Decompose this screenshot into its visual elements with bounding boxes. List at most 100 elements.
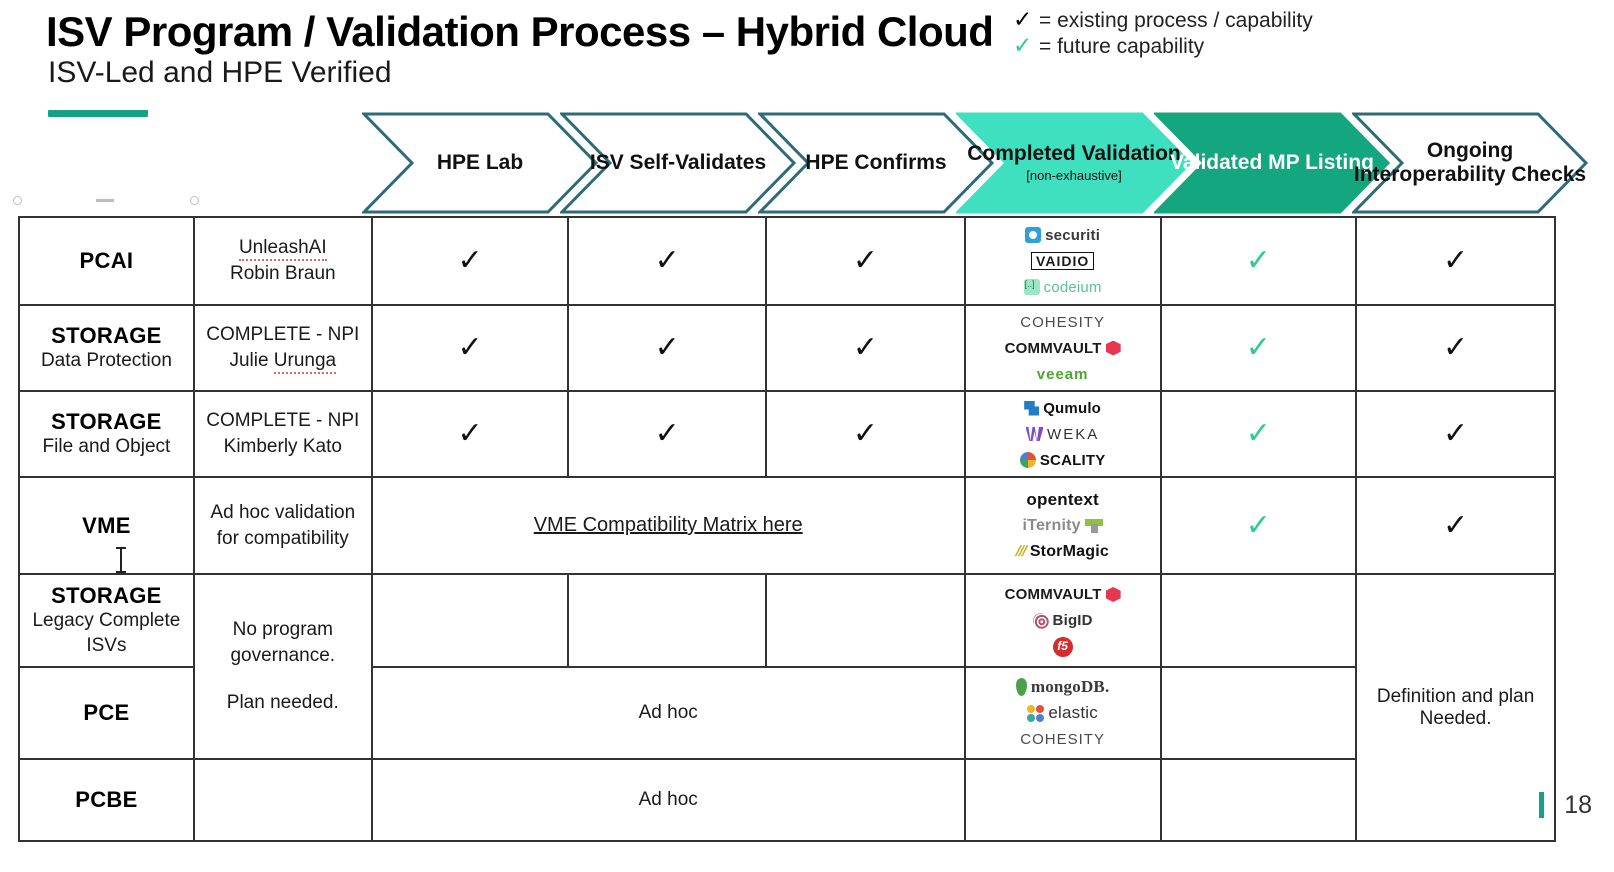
owner-status: COMPLETE - NPI [206,410,360,432]
check-icon: ✓ [457,243,483,278]
cell-logos-vme[interactable]: opentext iTernity /// StorMagic [963,476,1162,575]
cell-owner-vme[interactable]: Ad hoc validation for compatibility [192,476,373,575]
cell-program-storage-fo[interactable]: STORAGE File and Object [18,390,195,478]
owner-note-line2: for compatibility [216,527,349,549]
logo-iternity: iTernity [1023,516,1103,535]
check-icon: ✓ [852,330,878,365]
logo-f5 [1052,636,1073,657]
cell-hpe-confirms-storage-legacy[interactable] [765,573,966,668]
check-icon: ✓ [1013,32,1033,58]
chevron-shape [560,112,796,214]
cell-mp-listing-pcai[interactable]: ✓ [1159,216,1358,306]
check-icon: ✓ [1245,243,1271,278]
cell-logos-pce[interactable]: mongoDB. elastic COHESITY [963,666,1162,760]
process-chevron-row: Program Req'ments Owner HPE Lab ISV Self… [0,112,1614,323]
program-subname: Data Protection [40,349,172,371]
page-number: 18 [1564,791,1592,819]
securiti-icon [1025,227,1042,243]
cell-owner-storage-fo[interactable]: COMPLETE - NPI Kimberly Kato [192,390,373,478]
cell-ongoing-storage-fo[interactable]: ✓ [1355,390,1556,478]
program-name: PCBE [75,787,138,812]
bigid-fingerprint-icon [1032,612,1049,629]
program-name: PCE [83,700,130,725]
logo-stack: Qumulo WEKA SCALITY [966,393,1160,476]
iternity-icon [1084,518,1103,533]
cell-owner-pcbe[interactable] [192,758,373,842]
chevron-shape [1352,112,1588,214]
check-icon: ✓ [654,416,680,451]
cell-program-pce[interactable]: PCE [18,666,195,760]
governance-line2: governance. [230,644,336,666]
cell-hpe-confirms-pcai[interactable]: ✓ [765,216,966,306]
logo-qumulo: Qumulo [1024,399,1101,418]
cell-hpe-confirms-storage-dp[interactable]: ✓ [765,304,966,392]
cell-ongoing-pcai[interactable]: ✓ [1355,216,1556,306]
table-row: STORAGE Data Protection COMPLETE - NPI J… [18,304,1556,392]
check-icon: ✓ [1443,507,1469,543]
mongodb-leaf-icon [1015,678,1027,696]
cell-isv-self-pcai[interactable]: ✓ [567,216,768,306]
definition-line1: Definition and plan [1376,685,1535,707]
cell-isv-self-storage-legacy[interactable] [567,573,768,668]
cell-hpe-confirms-storage-fo[interactable]: ✓ [765,390,966,478]
logo-securiti: securiti [1025,226,1100,245]
cell-ongoing-vme[interactable]: ✓ [1355,476,1556,575]
cell-owner-storage-dp[interactable]: COMPLETE - NPI Julie Urunga [192,304,373,392]
selection-handle[interactable] [96,199,114,202]
cell-mp-listing-vme[interactable]: ✓ [1159,476,1358,575]
check-icon: ✓ [1443,416,1469,451]
cell-owner-governance[interactable]: No program governance. Plan needed. [192,573,373,760]
cell-mp-listing-pcbe[interactable] [1159,758,1358,842]
cell-adhoc-pcbe[interactable]: Ad hoc [370,758,966,842]
cell-owner-pcai[interactable]: UnleashAI Robin Braun [192,216,373,306]
logo-commvault: COMMVAULT [1005,585,1121,604]
logo-stack: COMMVAULT BigID [966,579,1160,662]
check-icon: ✓ [654,330,680,365]
cell-program-pcai[interactable]: PCAI [18,216,195,306]
cell-mp-listing-storage-fo[interactable]: ✓ [1159,390,1358,478]
table-row: STORAGE Legacy Complete ISVs No program … [18,573,1556,842]
cell-isv-self-storage-dp[interactable]: ✓ [567,304,768,392]
owner-note-line1: Ad hoc validation [210,501,356,523]
logo-commvault: COMMVAULT [1005,339,1121,358]
cell-mp-listing-pce[interactable] [1159,666,1358,760]
cell-logos-storage-dp[interactable]: COHESITY COMMVAULT veeam [963,304,1162,392]
program-name: PCAI [79,248,134,273]
check-icon: ✓ [852,243,878,278]
cell-logos-storage-fo[interactable]: Qumulo WEKA SCALITY [963,390,1162,478]
check-icon: ✓ [852,416,878,451]
cell-ongoing-storage-dp[interactable]: ✓ [1355,304,1556,392]
cell-logos-pcbe[interactable] [963,758,1162,842]
cell-hpe-lab-storage-dp[interactable]: ✓ [370,304,570,392]
cell-hpe-lab-pcai[interactable]: ✓ [370,216,570,306]
page-title: ISV Program / Validation Process – Hybri… [46,8,994,55]
cell-hpe-lab-storage-legacy[interactable] [370,573,570,668]
cell-logos-pcai[interactable]: securiti VAIDIO codeium [963,216,1162,306]
chevron-ongoing-interoperability-checks[interactable]: Ongoing Interoperability Checks [1352,112,1588,214]
selection-handle[interactable] [13,196,22,205]
cell-mp-listing-storage-dp[interactable]: ✓ [1159,304,1358,392]
check-icon: ✓ [1013,6,1033,32]
cell-isv-self-storage-fo[interactable]: ✓ [567,390,768,478]
cell-adhoc-pce[interactable]: Ad hoc [370,666,966,760]
cell-program-storage-dp[interactable]: STORAGE Data Protection [18,304,195,392]
table-row: STORAGE File and Object COMPLETE - NPI K… [18,390,1556,478]
check-icon: ✓ [1443,243,1469,278]
scality-icon [1019,452,1036,468]
cell-program-vme[interactable]: VME [18,476,195,575]
cell-program-storage-legacy[interactable]: STORAGE Legacy Complete ISVs [18,573,195,668]
vme-compatibility-matrix-link[interactable]: VME Compatibility Matrix here [533,514,803,536]
cell-mp-listing-storage-legacy[interactable] [1159,573,1358,668]
cell-program-pcbe[interactable]: PCBE [18,758,195,842]
cell-logos-storage-legacy[interactable]: COMMVAULT BigID [963,573,1162,668]
logo-stack: mongoDB. elastic COHESITY [966,672,1160,755]
selection-handle[interactable] [190,196,199,205]
cell-vme-compatibility-link[interactable]: VME Compatibility Matrix here [370,476,966,575]
governance-line1: No program [232,619,333,641]
cell-ongoing-definition-needed[interactable]: Definition and plan Needed. [1355,573,1556,842]
program-name: STORAGE [51,322,162,348]
chevron-shape [758,112,994,214]
check-icon: ✓ [654,243,680,278]
stormagic-icon: /// [1013,543,1029,560]
cell-hpe-lab-storage-fo[interactable]: ✓ [370,390,570,478]
